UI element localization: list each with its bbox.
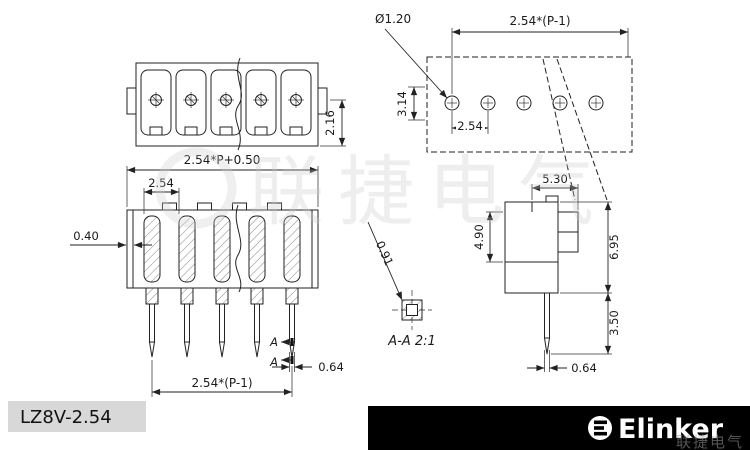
top-view-right-tab <box>317 87 328 115</box>
dim-front-width: 2.54*P+0.50 <box>184 153 261 167</box>
brand-name: Elinker <box>618 414 724 445</box>
dim-front-pin-width: 0.64 <box>318 360 344 374</box>
top-view-screws <box>148 92 304 108</box>
front-view: 2.54*P+0.50 2.54 0.40 2.54*(P-1) 0.64 A … <box>70 153 344 397</box>
hole-pattern-view: 2.54*(P-1) Ø1.20 3.14 2.54 <box>375 12 633 201</box>
dim-hole-span: 2.54*(P-1) <box>509 14 570 28</box>
dim-side-pin-length: 3.50 <box>607 310 621 336</box>
dim-pin-span: 2.54*(P-1) <box>191 376 252 390</box>
top-view-left-tab <box>126 87 137 115</box>
brand-bar <box>368 406 750 450</box>
projection-line <box>556 58 608 201</box>
front-slots <box>143 215 301 283</box>
side-view: 5.30 4.90 6.95 3.50 0.64 <box>472 172 621 375</box>
dim-side-upper-height: 4.90 <box>472 224 486 250</box>
projection-line <box>542 58 576 201</box>
break-line <box>235 57 242 151</box>
dim-front-pitch: 2.54 <box>148 176 174 190</box>
dim-side-total-height: 6.95 <box>607 234 621 260</box>
break-line <box>235 204 242 293</box>
dim-front-wall: 0.40 <box>73 229 99 243</box>
section-detail: A-A 2:1 0.91 <box>367 221 436 349</box>
top-view: 2.16 <box>126 57 346 151</box>
hole-view-outline <box>426 56 633 153</box>
dim-hole-diameter: Ø1.20 <box>375 12 411 26</box>
holes <box>444 95 604 111</box>
side-pin <box>543 292 551 355</box>
model-number: LZ8V-2.54 <box>20 407 112 428</box>
dim-top-height: 2.16 <box>323 110 337 136</box>
dim-hole-pitch: 2.54 <box>457 119 483 133</box>
section-mark-a-bottom: A <box>269 355 278 369</box>
dim-hole-row-height: 3.14 <box>395 91 409 117</box>
section-inner-square <box>406 304 418 316</box>
model-label-box <box>8 401 146 432</box>
watermark-text: 联捷电气 <box>248 147 608 236</box>
dim-side-width: 5.30 <box>542 172 568 186</box>
section-cut-marks: A A <box>269 335 294 369</box>
footer: LZ8V-2.54 Elinker 联捷电气 <box>8 401 750 450</box>
brand-logo-icon <box>588 416 612 440</box>
section-mark-a-top: A <box>269 335 278 349</box>
watermark-text-small: 联捷电气 <box>676 433 744 450</box>
watermark: 联捷电气 <box>155 147 608 236</box>
watermark-emblem <box>155 147 237 229</box>
dim-side-pin-width: 0.64 <box>571 361 597 375</box>
section-label: A-A 2:1 <box>387 334 436 349</box>
front-pins <box>145 287 299 358</box>
